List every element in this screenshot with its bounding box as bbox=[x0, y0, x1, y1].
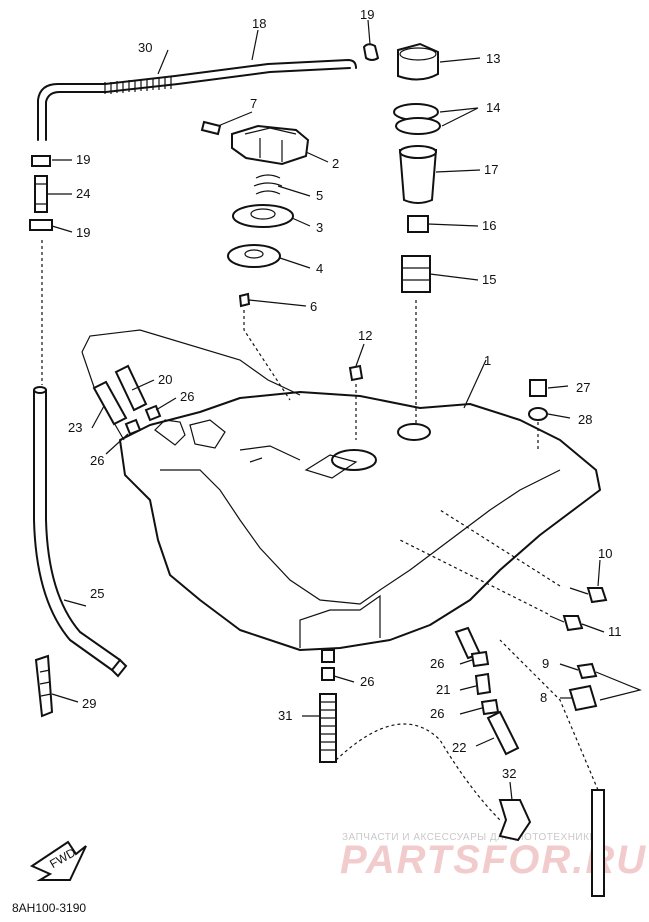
bolts bbox=[399, 509, 608, 632]
tube-23 bbox=[92, 380, 128, 426]
callout-19-top: 19 bbox=[360, 7, 374, 22]
clip-16 bbox=[407, 215, 429, 233]
cap-13 bbox=[397, 42, 439, 81]
callout-15: 15 bbox=[482, 272, 496, 287]
callout-labels: 1 2 3 4 5 6 7 8 9 10 11 12 13 14 15 16 1… bbox=[68, 7, 622, 781]
clip-9 bbox=[576, 662, 598, 680]
callout-4: 4 bbox=[316, 261, 323, 276]
fwd-arrow-icon: FWD bbox=[29, 840, 87, 881]
plate-3 bbox=[232, 204, 294, 228]
callout-5: 5 bbox=[316, 188, 323, 203]
callout-13: 13 bbox=[486, 51, 500, 66]
band-29 bbox=[34, 654, 54, 718]
clip-26-center-a bbox=[321, 649, 335, 663]
screw-12 bbox=[348, 364, 364, 382]
callout-26-center: 26 bbox=[360, 674, 374, 689]
callout-22: 22 bbox=[452, 740, 466, 755]
clip-26-right-a bbox=[470, 650, 490, 668]
callout-8: 8 bbox=[540, 690, 547, 705]
joint-21 bbox=[474, 672, 492, 696]
clip-19-upper bbox=[31, 155, 51, 167]
callout-19-upper: 19 bbox=[76, 152, 90, 167]
callout-19-lower: 19 bbox=[76, 225, 90, 240]
tube-20 bbox=[114, 364, 148, 412]
callout-7: 7 bbox=[250, 96, 257, 111]
callout-20: 20 bbox=[158, 372, 172, 387]
callout-2: 2 bbox=[332, 156, 339, 171]
fuel-tank-1 bbox=[81, 329, 601, 651]
callout-30: 30 bbox=[138, 40, 152, 55]
callout-26-right-b: 26 bbox=[430, 706, 444, 721]
clip-26-left-a bbox=[144, 404, 162, 422]
fuel-cap-2 bbox=[231, 124, 310, 166]
screw-6 bbox=[238, 292, 251, 308]
nut-27 bbox=[529, 379, 547, 397]
callout-29: 29 bbox=[82, 696, 96, 711]
spring-5 bbox=[253, 174, 283, 195]
fuel-line-assembly bbox=[319, 626, 605, 897]
callout-25: 25 bbox=[90, 586, 104, 601]
clip-26-left-b bbox=[124, 418, 142, 436]
vent-protector-30 bbox=[104, 77, 172, 94]
left-clip-stack bbox=[29, 155, 53, 385]
vent-hose-assembly bbox=[37, 43, 380, 141]
callout-32: 32 bbox=[502, 766, 516, 781]
callout-leaders bbox=[48, 19, 642, 801]
vent-tubes bbox=[92, 364, 162, 436]
watermark-tagline: ЗАПЧАСТИ И АКСЕССУАРЫ ДЛЯ МОТОТЕХНИКИ bbox=[342, 832, 597, 843]
washer-14b bbox=[395, 117, 441, 135]
filter-17 bbox=[398, 149, 438, 204]
callout-26-left-a: 26 bbox=[180, 389, 194, 404]
hose-22 bbox=[486, 710, 520, 756]
tank-filler-neck bbox=[397, 423, 431, 441]
callout-26-left-b: 26 bbox=[90, 453, 104, 468]
callout-1: 1 bbox=[484, 353, 491, 368]
callout-6: 6 bbox=[310, 299, 317, 314]
bolt-11 bbox=[562, 615, 584, 632]
callout-17: 17 bbox=[484, 162, 498, 177]
gasket-4 bbox=[227, 244, 281, 268]
callout-21: 21 bbox=[436, 682, 450, 697]
damper-8 bbox=[568, 684, 598, 712]
callout-24: 24 bbox=[76, 186, 90, 201]
callout-3: 3 bbox=[316, 220, 323, 235]
callout-27: 27 bbox=[576, 380, 590, 395]
callout-9: 9 bbox=[542, 656, 549, 671]
clip-26-center-b bbox=[321, 667, 335, 681]
callout-31: 31 bbox=[278, 708, 292, 723]
pin-7 bbox=[200, 120, 222, 136]
vent-hose-18-inner bbox=[45, 67, 351, 141]
callout-10: 10 bbox=[598, 546, 612, 561]
small-fittings bbox=[348, 364, 548, 450]
washer-28 bbox=[528, 407, 548, 421]
bolt-10 bbox=[586, 587, 608, 604]
tank-cap-seat bbox=[331, 449, 377, 471]
callout-23: 23 bbox=[68, 420, 82, 435]
holder-32 bbox=[498, 799, 532, 842]
vent-hose-18 bbox=[37, 59, 357, 141]
joint-pipe-24 bbox=[34, 175, 48, 213]
callout-18: 18 bbox=[252, 16, 266, 31]
strainer-15 bbox=[401, 255, 431, 293]
diagram-code: 8AH100-3190 bbox=[12, 901, 86, 915]
fuel-filter-assembly bbox=[393, 42, 441, 430]
hose-right bbox=[591, 789, 605, 897]
callout-16: 16 bbox=[482, 218, 496, 233]
callout-26-right-a: 26 bbox=[430, 656, 444, 671]
clip-26-right-b bbox=[480, 698, 500, 716]
fuel-cap-assembly bbox=[200, 120, 310, 401]
damper-assembly bbox=[568, 662, 598, 712]
callout-11: 11 bbox=[608, 624, 622, 639]
callout-28: 28 bbox=[578, 412, 592, 427]
drain-hose-25 bbox=[33, 386, 128, 678]
clip-19-top bbox=[362, 43, 380, 61]
callout-14: 14 bbox=[486, 100, 500, 115]
callout-12: 12 bbox=[358, 328, 372, 343]
hose-31 bbox=[319, 693, 337, 763]
clip-19-lower bbox=[29, 219, 53, 231]
